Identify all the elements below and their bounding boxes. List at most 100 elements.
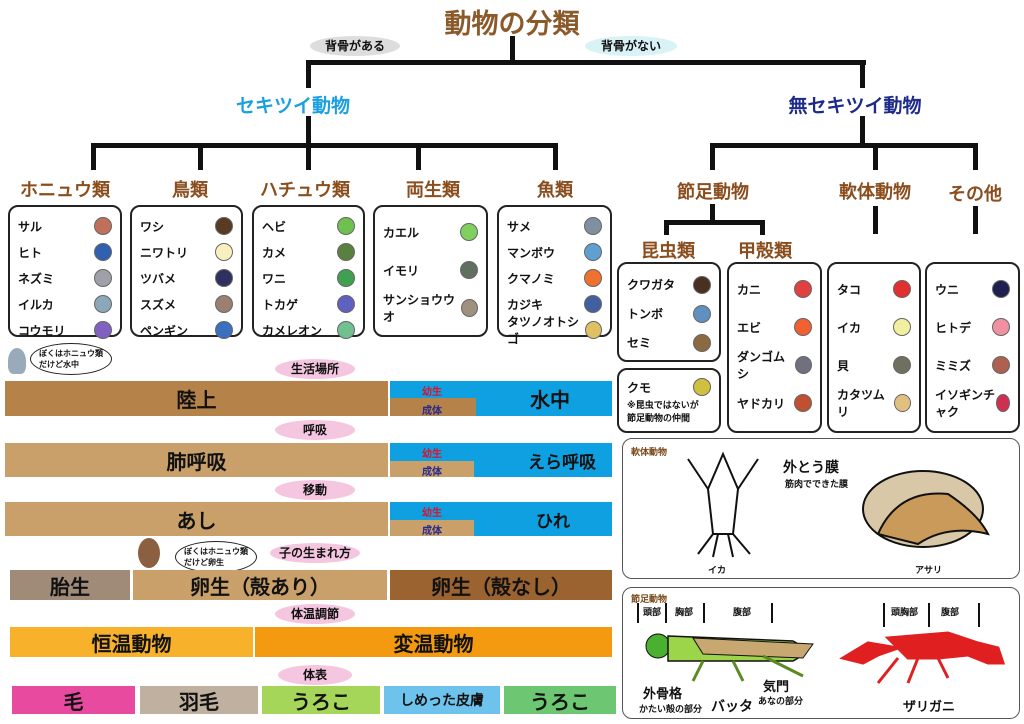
animal-name: カメレオン	[262, 323, 323, 338]
others-box: ウニヒトデミミズイソギンチャク	[925, 262, 1020, 433]
warm-blooded: 恒温動物	[10, 627, 253, 657]
animal-icon	[584, 217, 602, 235]
movement-label: 移動	[275, 480, 355, 500]
mollusk-panel: 軟体動物 外とう膜 筋肉でできた膜 イカ アサリ	[622, 438, 1020, 579]
list-item: サメ	[507, 213, 602, 239]
animal-name: コウモリ	[18, 323, 66, 338]
birth-label: 子の生まれ方	[270, 543, 360, 563]
list-item: ウニ	[935, 270, 1010, 308]
animal-icon	[794, 318, 812, 336]
list-item: ヒトデ	[935, 308, 1010, 346]
animal-name: イモリ	[383, 263, 420, 278]
habitat-label: 生活場所	[275, 359, 355, 379]
animal-icon	[215, 269, 233, 287]
insects-box: クワガタトンボセミ	[617, 262, 721, 362]
spider-icon	[693, 378, 711, 396]
animal-name: イソギンチャク	[935, 388, 996, 419]
skin-scales-fish: うろこ	[504, 686, 616, 714]
animal-icon	[94, 217, 112, 235]
animal-name: エビ	[737, 320, 762, 335]
movement-legs: あし	[5, 502, 388, 536]
animal-icon	[693, 333, 711, 352]
adult-label: 成体	[422, 526, 442, 537]
animal-name: サル	[18, 219, 43, 234]
skin-moist: しめった皮膚	[384, 686, 500, 714]
class-heading: 魚類	[537, 180, 573, 201]
panel-title: 節足動物	[631, 595, 668, 605]
animal-name: クワガタ	[627, 278, 676, 292]
animal-icon	[215, 321, 233, 339]
animal-name: クモ	[627, 380, 652, 395]
list-item: イモリ	[383, 251, 478, 289]
list-item: イルカ	[18, 291, 112, 317]
list-item: ネズミ	[18, 265, 112, 291]
crayfish-illustration	[839, 631, 1006, 684]
list-item: ヒト	[18, 239, 112, 265]
animal-name: カエル	[383, 225, 420, 240]
class-box: カエルイモリサンショウウオ	[373, 205, 488, 337]
animal-icon	[996, 394, 1010, 412]
spider-note: 節足動物の仲間	[627, 414, 691, 424]
animal-icon	[893, 318, 911, 336]
list-item: カエル	[383, 213, 478, 251]
birth-viviparous: 胎生	[10, 570, 130, 600]
panel-title: 軟体動物	[631, 448, 668, 458]
animal-icon	[693, 304, 711, 323]
abdomen-label: 腹部	[941, 608, 960, 618]
list-item: タコ	[837, 270, 911, 308]
temperature-label: 体温調節	[275, 604, 355, 624]
animal-name: カメ	[262, 245, 287, 260]
clam-illustration	[862, 470, 990, 548]
list-item: スズメ	[140, 291, 233, 317]
animal-icon	[794, 356, 812, 374]
branch-yes-label: 背骨がある	[310, 36, 400, 56]
list-item: ヤドカリ	[737, 384, 812, 422]
thorax-label: 胸部	[675, 608, 694, 618]
animal-name: ミミズ	[935, 358, 972, 373]
list-item: ツバメ	[140, 265, 233, 291]
animal-name: ヤドカリ	[737, 396, 786, 411]
group-arthropods: 節足動物	[677, 182, 749, 203]
mantle-label: 外とう膜	[783, 460, 839, 476]
animal-name: カジキ	[507, 297, 544, 312]
grasshopper-label: バッタ	[711, 699, 753, 715]
animal-icon	[460, 261, 478, 279]
spider-note: ※昆虫ではないが	[627, 401, 699, 411]
animal-name: ツバメ	[140, 271, 177, 286]
animal-icon	[693, 275, 711, 294]
list-item: 貝	[837, 346, 911, 384]
list-item: カジキ	[507, 291, 602, 317]
list-item: サル	[18, 213, 112, 239]
class-box: サルヒトネズミイルカコウモリ	[8, 205, 122, 339]
dolphin-icon	[8, 348, 26, 374]
animal-icon	[94, 295, 112, 313]
list-item: サンショウウオ	[383, 289, 478, 327]
group-others: その他	[948, 184, 1002, 205]
list-item: クマノミ	[507, 265, 602, 291]
animal-icon	[215, 217, 233, 235]
class-heading: 鳥類	[172, 180, 208, 201]
dolphin-note: ぼくはホニュウ類だけど水中	[30, 343, 112, 375]
class-box: ヘビカメワニトカゲカメレオン	[252, 205, 365, 339]
animal-name: トカゲ	[262, 297, 299, 312]
mantle-note: 筋肉でできた膜	[785, 480, 849, 490]
animal-name: カニ	[737, 282, 762, 297]
animal-icon	[461, 299, 478, 317]
animal-name: タツノオトシゴ	[507, 315, 580, 346]
animal-name: トンボ	[627, 307, 664, 321]
class-heading: 両生類	[406, 180, 460, 201]
breathing-label: 呼吸	[275, 420, 355, 440]
animal-icon	[794, 394, 812, 412]
spider-box: クモ ※昆虫ではないが 節足動物の仲間	[617, 368, 721, 433]
animal-name: ワシ	[140, 219, 165, 234]
class-box: サメマンボウクマノミカジキタツノオトシゴ	[497, 205, 612, 346]
class-heading: ホニュウ類	[20, 180, 110, 201]
squid-label: イカ	[708, 566, 727, 576]
tree-line	[306, 60, 311, 88]
head-label: 頭部	[643, 608, 662, 618]
list-item: トンボ	[627, 299, 711, 328]
animal-icon	[337, 243, 355, 261]
group-mollusks: 軟体動物	[839, 182, 911, 203]
animal-icon	[215, 295, 233, 313]
tree-line	[306, 60, 866, 65]
